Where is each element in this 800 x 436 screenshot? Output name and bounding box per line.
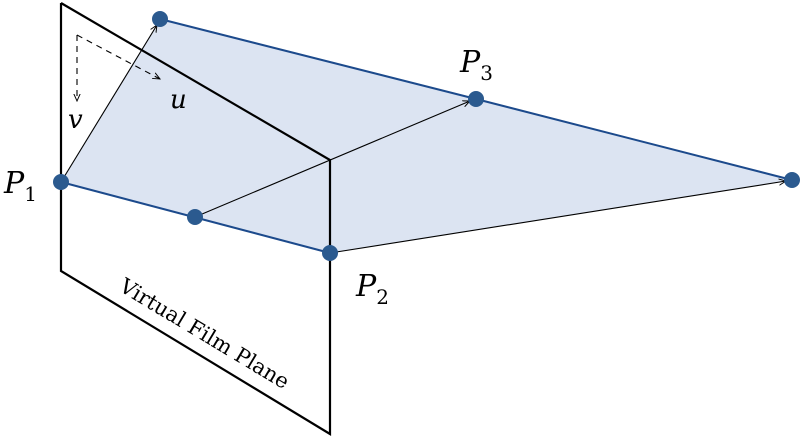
label-v: v	[68, 105, 83, 135]
label-u: u	[170, 85, 187, 115]
u-axis-dashed	[76, 34, 160, 79]
label-p3: P3	[459, 45, 493, 85]
ray-p1-to-top	[60, 25, 157, 183]
point-mid	[187, 209, 203, 225]
point-p1	[53, 174, 69, 190]
ray-mid-to-p3	[194, 101, 470, 218]
point-p2	[322, 245, 338, 261]
label-p2: P2	[355, 269, 389, 309]
point-far	[784, 172, 800, 188]
point-top	[152, 11, 168, 27]
ray-p2-to-far	[329, 181, 786, 254]
point-p3	[468, 91, 484, 107]
label-p1: P1	[3, 166, 37, 206]
label-virtual-film-plane: Virtual Film Plane	[115, 273, 294, 394]
projected-region-fill	[61, 19, 792, 253]
edge-p3-far	[475, 98, 793, 181]
edge-top-p3	[159, 18, 477, 100]
